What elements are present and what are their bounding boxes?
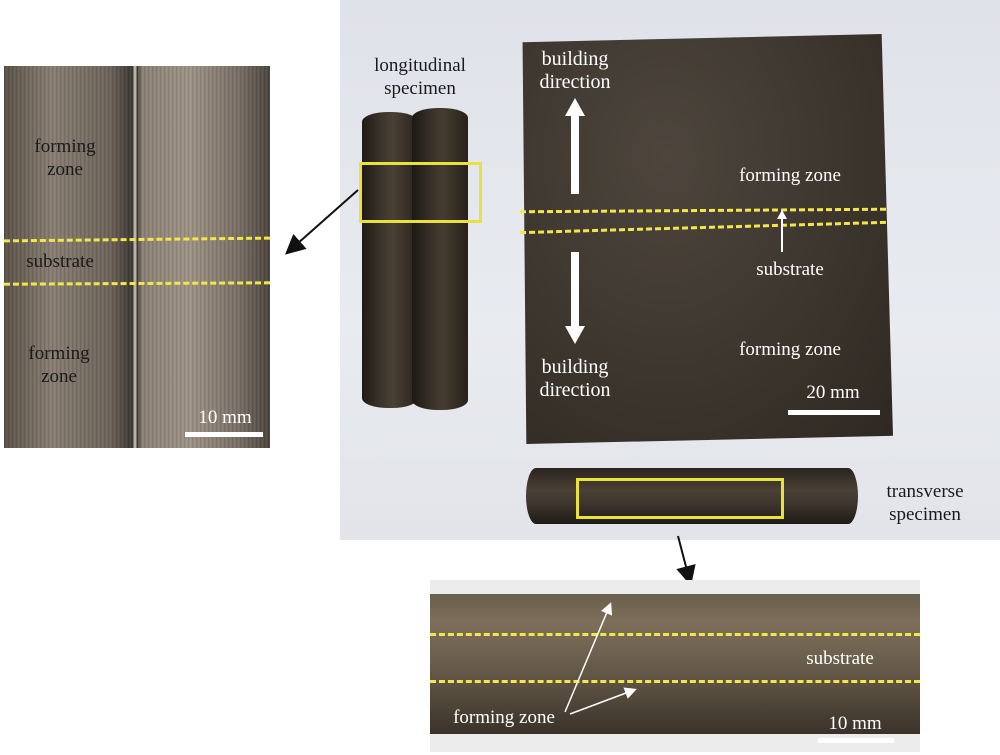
bottom-lower-dashed-line xyxy=(430,680,920,683)
longitudinal-highlight-box xyxy=(359,162,482,223)
left-forming-zone-bottom-label: forming zone xyxy=(28,343,90,387)
transverse-highlight-box xyxy=(576,478,784,519)
bottom-scale-bar xyxy=(818,738,894,743)
bottom-upper-dashed-line xyxy=(430,633,920,636)
building-direction-top-label: building direction xyxy=(539,48,611,93)
plate-substrate-label: substrate xyxy=(756,259,824,280)
plate-scale-label: 20 mm xyxy=(806,382,860,403)
transverse-specimen-label: transverse specimen xyxy=(886,481,964,525)
plate-specimen xyxy=(522,34,893,444)
bottom-zoom-photo xyxy=(430,580,920,752)
building-direction-bottom-label: building direction xyxy=(539,356,611,401)
main-photo: longitudinal specimen building direction… xyxy=(340,0,1000,540)
plate-forming-zone-bottom-label: forming zone xyxy=(739,339,841,360)
left-zoom-photo xyxy=(4,66,270,448)
transverse-rod xyxy=(526,468,858,524)
arrow-to-left-zoom-icon xyxy=(285,189,359,255)
longitudinal-specimen-label: longitudinal specimen xyxy=(374,55,466,99)
bottom-rod-surface xyxy=(430,594,920,734)
left-forming-zone-top-label: forming zone xyxy=(34,136,96,180)
left-scale-label: 10 mm xyxy=(198,407,252,428)
bottom-forming-zone-label: forming zone xyxy=(453,707,555,728)
bottom-substrate-label: substrate xyxy=(806,648,874,669)
arrow-to-bottom-zoom-icon xyxy=(676,535,696,586)
left-scale-bar xyxy=(185,432,263,437)
bottom-scale-label: 10 mm xyxy=(828,713,882,734)
longitudinal-rod-left xyxy=(362,112,418,408)
left-substrate-label: substrate xyxy=(26,251,94,272)
arrow-down-icon xyxy=(565,252,585,344)
longitudinal-rod-right xyxy=(412,108,468,410)
substrate-pointer-arrow-icon xyxy=(777,210,787,252)
plate-forming-zone-top-label: forming zone xyxy=(739,165,841,186)
left-rod-seam xyxy=(132,66,138,448)
plate-scale-bar xyxy=(788,410,880,415)
arrow-up-icon xyxy=(565,98,585,194)
